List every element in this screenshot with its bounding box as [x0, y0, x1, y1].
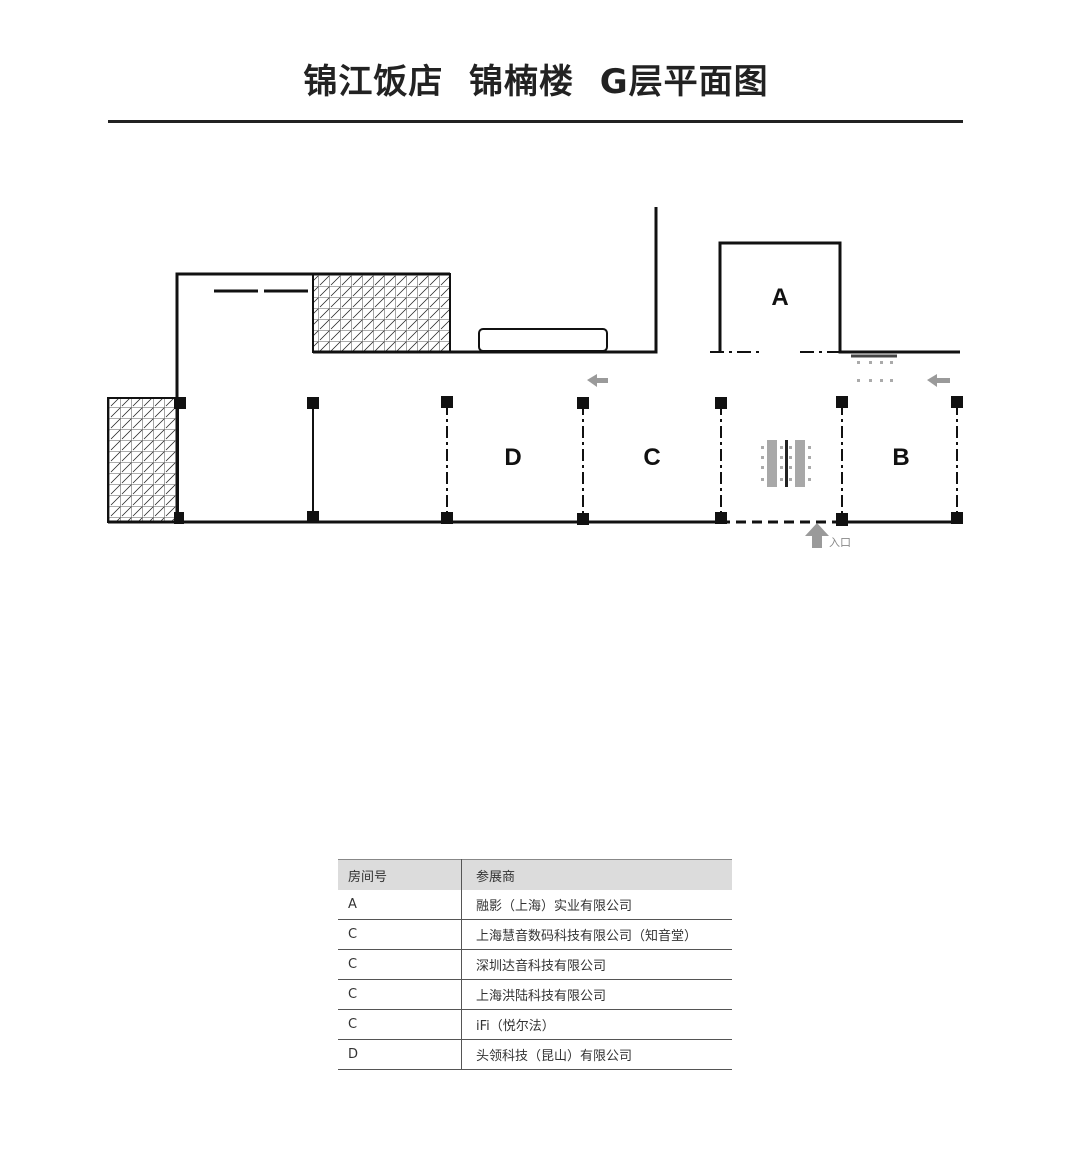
room-cell: C [338, 1009, 462, 1040]
listening-table [761, 440, 811, 487]
dotted-markers [857, 361, 893, 382]
title-divider [108, 120, 963, 123]
room-d-label: D [504, 444, 521, 471]
room-cell: C [338, 919, 462, 950]
walls [107, 207, 960, 524]
header-room: 房间号 [338, 859, 462, 890]
columns [174, 396, 963, 526]
exhibitor-cell: 头领科技（昆山）有限公司 [461, 1039, 732, 1070]
counter [478, 328, 608, 352]
stair-hatch-top [312, 273, 451, 353]
room-cell: A [338, 890, 462, 920]
room-a-label: A [771, 284, 788, 311]
stair-hatch-left [107, 397, 179, 523]
room-cell: C [338, 979, 462, 1010]
entrance-label: 入口 [829, 536, 851, 549]
exhibitor-cell: 融影（上海）实业有限公司 [461, 890, 732, 920]
room-c-label: C [643, 444, 660, 471]
room-cell: D [338, 1039, 462, 1070]
exhibitor-cell: 上海洪陆科技有限公司 [461, 979, 732, 1010]
exhibitor-cell: 深圳达音科技有限公司 [461, 949, 732, 980]
floor-plan: 入口 A D C B [107, 207, 963, 549]
arrow-left-icon [587, 374, 608, 387]
entrance-arrow-icon [805, 523, 829, 548]
exhibitor-cell: iFi（悦尔法） [461, 1009, 732, 1040]
exhibitor-cell: 上海慧音数码科技有限公司（知音堂） [461, 919, 732, 950]
page-title: 锦江饭店 锦楠楼 G层平面图 [303, 62, 769, 102]
room-b-label: B [892, 444, 909, 471]
header-exhibitor: 参展商 [461, 859, 732, 890]
arrow-left-icon [927, 374, 950, 387]
room-cell: C [338, 949, 462, 980]
table-header-row: 房间号 参展商 [338, 859, 732, 890]
